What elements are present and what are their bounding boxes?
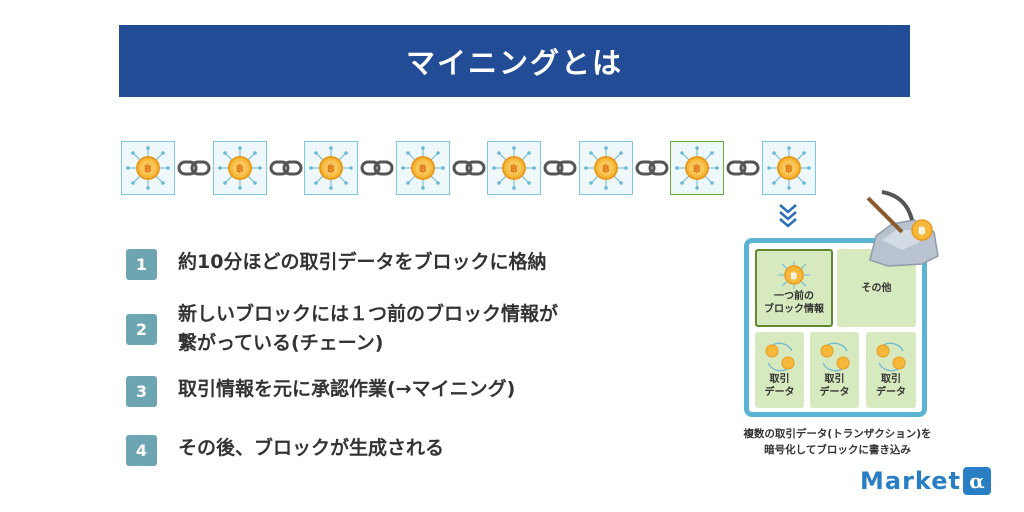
step-text: その後、ブロックが生成される [178, 437, 445, 459]
chain-link-icon [177, 160, 211, 176]
bitcoin-node-icon: ฿ [583, 146, 628, 190]
cell-label: 取引 [824, 374, 845, 385]
transaction-data-cell: 取引 データ [866, 332, 916, 408]
svg-text:฿: ฿ [510, 162, 518, 175]
cell-label: データ [876, 387, 906, 398]
bitcoin-node-icon: ฿ [400, 146, 445, 190]
alpha-logo-icon: α [962, 467, 991, 495]
svg-text:฿: ฿ [236, 162, 244, 175]
coins-exchange-icon [820, 342, 849, 372]
mining-pickaxe-icon: ฿ [866, 190, 939, 267]
svg-text:฿: ฿ [419, 162, 427, 175]
chain-block: ฿ [212, 141, 267, 195]
chain-link-icon [360, 160, 394, 176]
bitcoin-node-icon: ฿ [217, 146, 262, 190]
step-number: 2 [126, 314, 157, 345]
transaction-data-cell: 取引 データ [810, 332, 859, 408]
svg-text:฿: ฿ [602, 162, 610, 175]
chain-link-icon [726, 160, 760, 176]
chain-block: ฿ [395, 141, 450, 195]
step-number: 3 [126, 376, 157, 407]
step-number: 4 [126, 435, 157, 466]
caption-line: 複数の取引データ(トランザクション)を [743, 428, 932, 440]
blockchain-diagram: ฿ ฿ ฿ ฿ ฿ ฿ ฿ ฿ [121, 141, 841, 197]
bitcoin-node-icon: ฿ [126, 146, 170, 190]
logo-text: Market [860, 467, 961, 495]
market-alpha-logo: Market α [860, 467, 991, 495]
bitcoin-node-icon: ฿ [309, 146, 353, 190]
step-text: 新しいブロックには１つ前のブロック情報が 繋がっている(チェーン) [178, 303, 559, 354]
cell-label: データ [819, 387, 850, 398]
chain-link-icon [452, 160, 485, 176]
logo-symbol: α [969, 469, 984, 493]
coins-exchange-icon [765, 342, 794, 372]
new-block-diagram: ฿ 一つ前の ブロック情報 その他 取引 データ 取引 データ [744, 238, 927, 417]
cell-label: 取引 [769, 374, 790, 385]
step-item-1: 1 約10分ほどの取引データをブロックに格納 [126, 248, 546, 280]
step-item-4: 4 その後、ブロックが生成される [126, 434, 444, 466]
step-number: 1 [126, 249, 157, 280]
new-block-caption: 複数の取引データ(トランザクション)を 暗号化してブロックに書き込み [700, 426, 975, 458]
down-arrow-icon [779, 204, 797, 228]
svg-text:฿: ฿ [327, 162, 335, 175]
cell-label: データ [764, 387, 795, 398]
transaction-data-cell: 取引 データ [755, 332, 804, 408]
svg-text:฿: ฿ [791, 271, 798, 282]
coins-exchange-icon [876, 342, 906, 372]
cell-label: 一つ前の [774, 291, 814, 302]
step-item-2: 2 新しいブロックには１つ前のブロック情報が 繋がっている(チェーン) [126, 300, 558, 358]
page-title: マイニングとは [119, 25, 910, 97]
chain-block: ฿ [304, 141, 358, 195]
cell-label: ブロック情報 [764, 304, 824, 315]
caption-line: 暗号化してブロックに書き込み [764, 444, 911, 456]
bitcoin-node-icon: ฿ [675, 146, 719, 190]
step-text: 取引情報を元に承認作業(→マイニング) [178, 378, 516, 400]
step-item-3: 3 取引情報を元に承認作業(→マイニング) [126, 375, 515, 407]
cell-label: その他 [861, 282, 892, 294]
cell-label: 取引 [881, 374, 901, 385]
bitcoin-node-icon: ฿ [766, 146, 811, 190]
chain-block: ฿ [578, 141, 633, 195]
chain-link-icon [269, 160, 302, 176]
svg-text:฿: ฿ [918, 224, 926, 237]
chain-link-icon [543, 160, 577, 176]
step-text: 約10分ほどの取引データをブロックに格納 [178, 251, 547, 273]
bitcoin-coin-icon: ฿ [778, 261, 810, 289]
chain-link-icon [635, 160, 668, 176]
svg-text:฿: ฿ [693, 162, 701, 175]
bitcoin-node-icon: ฿ [492, 146, 536, 190]
chain-block: ฿ [761, 141, 816, 195]
chain-block: ฿ [670, 141, 724, 195]
svg-text:฿: ฿ [144, 162, 152, 175]
svg-text:฿: ฿ [785, 162, 793, 175]
previous-block-info-cell: ฿ 一つ前の ブロック情報 [755, 249, 833, 327]
chain-block: ฿ [121, 141, 175, 195]
chain-block: ฿ [487, 141, 541, 195]
